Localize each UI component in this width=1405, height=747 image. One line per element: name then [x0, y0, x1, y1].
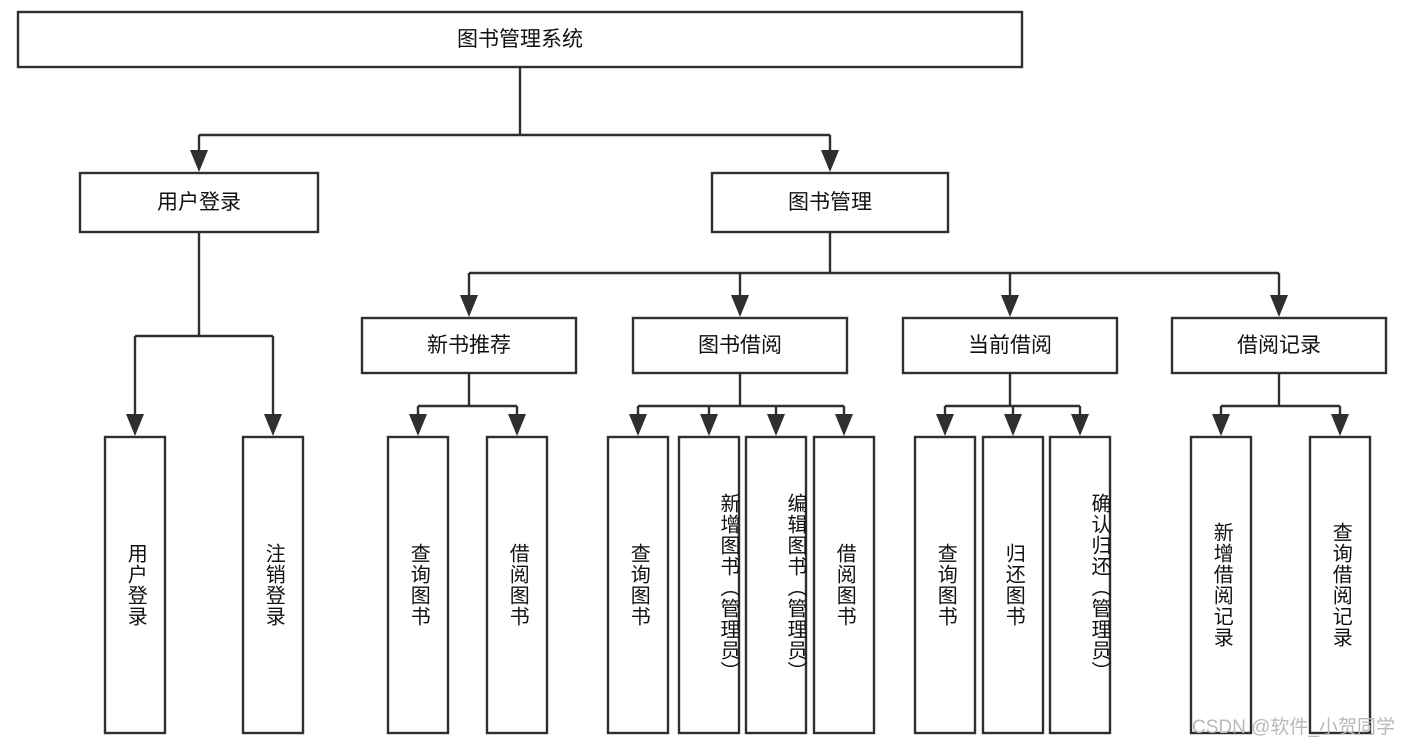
node-box-leaf-query-record[interactable]: [1308, 435, 1372, 735]
node-label-book-borrow: 图书借阅: [698, 334, 782, 357]
connector-arrowhead-leaf-query-book-2: [629, 414, 647, 436]
connector-arrowhead-new-book-recommend: [460, 295, 478, 317]
node-box-leaf-query-book-2[interactable]: [606, 435, 670, 735]
node-box-borrow-record[interactable]: [1170, 316, 1388, 375]
connector-arrowhead-leaf-confirm-return: [1071, 414, 1089, 436]
connector-arrowhead-leaf-query-book-3: [936, 414, 954, 436]
node-box-leaf-edit-book[interactable]: [744, 435, 808, 735]
connector-arrowhead-leaf-return-book: [1004, 414, 1022, 436]
node-box-leaf-add-book[interactable]: [677, 435, 741, 735]
node-box-leaf-add-record[interactable]: [1189, 435, 1253, 735]
connector-arrowhead-book-manage: [821, 150, 839, 172]
node-box-leaf-query-book-1[interactable]: [386, 435, 450, 735]
node-box-leaf-user-login[interactable]: [103, 435, 167, 735]
node-box-book-manage[interactable]: [710, 171, 950, 234]
node-box-root[interactable]: [16, 10, 1024, 69]
node-box-user-login[interactable]: [78, 171, 320, 234]
connector-arrowhead-leaf-query-book-1: [409, 414, 427, 436]
node-box-book-borrow[interactable]: [631, 316, 849, 375]
node-box-leaf-borrow-book-2[interactable]: [812, 435, 876, 735]
connector-arrowhead-leaf-user-logout: [264, 414, 282, 436]
node-label-book-manage: 图书管理: [788, 191, 872, 214]
connector-arrowhead-book-borrow: [731, 295, 749, 317]
connector-arrowhead-leaf-add-book: [700, 414, 718, 436]
connector-arrowhead-borrow-record: [1270, 295, 1288, 317]
node-label-new-book-recommend: 新书推荐: [427, 334, 511, 357]
node-label-root: 图书管理系统: [457, 28, 583, 51]
node-box-new-book-recommend[interactable]: [360, 316, 578, 375]
node-box-leaf-query-book-3[interactable]: [913, 435, 977, 735]
connector-arrowhead-leaf-borrow-book-1: [508, 414, 526, 436]
csdn-watermark: CSDN @软件_小贺同学: [1192, 717, 1395, 738]
node-box-leaf-return-book[interactable]: [981, 435, 1045, 735]
node-label-borrow-record: 借阅记录: [1237, 334, 1321, 357]
node-box-leaf-borrow-book-1[interactable]: [485, 435, 549, 735]
connector-arrowhead-leaf-query-record: [1331, 414, 1349, 436]
connector-arrowhead-leaf-user-login: [126, 414, 144, 436]
connectors-layer: [126, 67, 1349, 436]
node-label-user-login: 用户登录: [157, 191, 241, 214]
node-box-current-borrow[interactable]: [901, 316, 1119, 375]
node-box-leaf-confirm-return[interactable]: [1048, 435, 1112, 735]
node-label-current-borrow: 当前借阅: [968, 334, 1052, 357]
node-boxes-layer: [16, 10, 1388, 735]
connector-arrowhead-current-borrow: [1001, 295, 1019, 317]
connector-arrowhead-user-login: [190, 150, 208, 172]
connector-arrowhead-leaf-borrow-book-2: [835, 414, 853, 436]
connector-arrowhead-leaf-edit-book: [767, 414, 785, 436]
node-box-leaf-user-logout[interactable]: [241, 435, 305, 735]
connector-arrowhead-leaf-add-record: [1212, 414, 1230, 436]
